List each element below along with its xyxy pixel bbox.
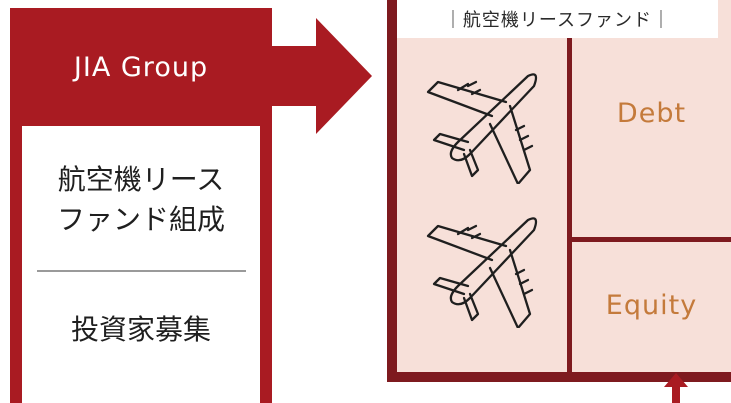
role-fund-formation-line1: 航空機リース — [57, 163, 225, 196]
jia-roles-panel — [22, 126, 260, 403]
fund-horizontal-divider — [567, 237, 731, 242]
airplane-icon — [426, 217, 538, 328]
fund-label: ｜航空機リースファンド｜ — [397, 0, 718, 38]
up-arrow-icon — [664, 373, 688, 403]
debt-label: Debt — [616, 98, 687, 129]
airplane-icon — [426, 73, 538, 184]
roles-divider — [37, 270, 246, 272]
fund-vertical-divider — [567, 38, 572, 382]
fund-body — [397, 0, 731, 372]
role-investor-recruitment: 投資家募集 — [70, 313, 211, 346]
jia-group-title: JIA Group — [73, 51, 209, 83]
role-fund-formation: 航空機リース ファンド組成 — [22, 160, 260, 240]
right-arrow-icon — [268, 18, 372, 134]
equity-label: Equity — [605, 290, 698, 321]
role-fund-formation-line2: ファンド組成 — [56, 203, 225, 236]
